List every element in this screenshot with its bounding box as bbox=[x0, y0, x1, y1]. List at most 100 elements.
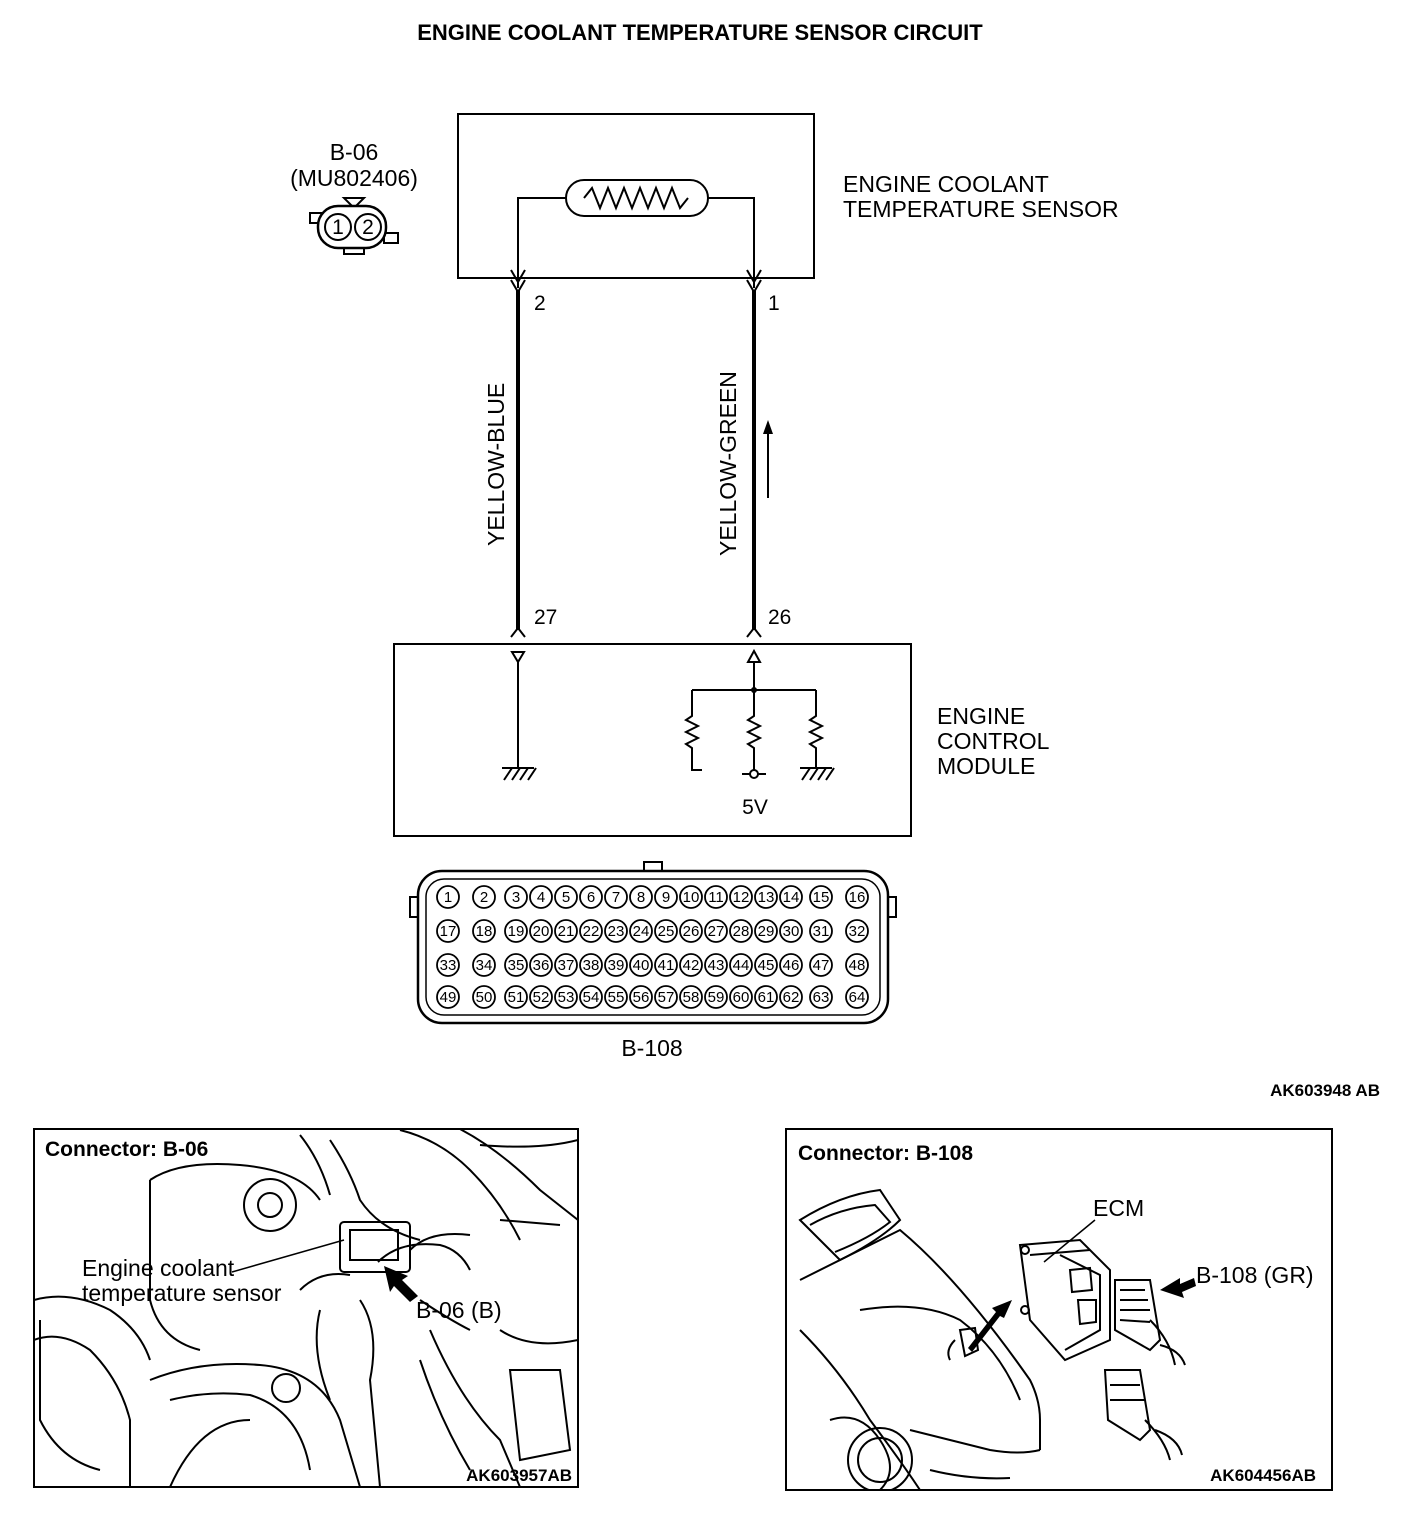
cavity-label-33: 33 bbox=[440, 957, 457, 974]
thermistor-element bbox=[583, 185, 689, 211]
cavity-11 bbox=[704, 885, 728, 909]
cavity-label-16: 16 bbox=[849, 889, 866, 906]
cavity-39 bbox=[604, 953, 628, 977]
cavity-17 bbox=[436, 919, 460, 943]
cavity-13 bbox=[754, 885, 778, 909]
cavity-36 bbox=[529, 953, 553, 977]
panel-left-connector-label: B-06 (B) bbox=[416, 1297, 502, 1323]
cavity-label-42: 42 bbox=[683, 957, 700, 974]
cavity-7 bbox=[604, 885, 628, 909]
cavity-label-13: 13 bbox=[758, 889, 775, 906]
cavity-37 bbox=[554, 953, 578, 977]
cavity-48 bbox=[845, 953, 869, 977]
cavity-label-59: 59 bbox=[708, 989, 725, 1006]
cavity-61 bbox=[754, 985, 778, 1009]
cavity-label-14: 14 bbox=[783, 889, 800, 906]
cavity-21 bbox=[554, 919, 578, 943]
vehicle-illustration bbox=[798, 1188, 1186, 1490]
cavity-label-37: 37 bbox=[558, 957, 575, 974]
wire-label-yellow-blue: YELLOW-BLUE bbox=[483, 383, 509, 546]
cavity-53 bbox=[554, 985, 578, 1009]
cavity-56 bbox=[629, 985, 653, 1009]
cavity-label-10: 10 bbox=[683, 889, 700, 906]
cavity-label-26: 26 bbox=[683, 923, 700, 940]
cavity-41 bbox=[654, 953, 678, 977]
cavity-15 bbox=[809, 885, 833, 909]
cavity-46 bbox=[779, 953, 803, 977]
cavity-22 bbox=[579, 919, 603, 943]
sensor-pin-1-label: 1 bbox=[768, 292, 780, 315]
cavity-label-15: 15 bbox=[813, 889, 830, 906]
sensor-callout-leader bbox=[231, 1239, 345, 1273]
cavity-label-22: 22 bbox=[583, 923, 600, 940]
cavity-14 bbox=[779, 885, 803, 909]
cavity-62 bbox=[779, 985, 803, 1009]
cavity-label-1: 1 bbox=[444, 889, 452, 906]
cavity-55 bbox=[604, 985, 628, 1009]
panel-right-connector-label: B-108 (GR) bbox=[1196, 1262, 1314, 1288]
cavity-44 bbox=[729, 953, 753, 977]
cavity-label-48: 48 bbox=[849, 957, 866, 974]
cavity-label-52: 52 bbox=[533, 989, 550, 1006]
sensor-label-line1: ENGINE COOLANT bbox=[843, 171, 1049, 197]
ecm-pin-27-label: 27 bbox=[534, 606, 557, 629]
panel-left-callout-line1: Engine coolant bbox=[82, 1255, 235, 1281]
cavity-26 bbox=[679, 919, 703, 943]
cavity-label-43: 43 bbox=[708, 957, 725, 974]
cavity-2 bbox=[472, 885, 496, 909]
cavity-60 bbox=[729, 985, 753, 1009]
cavity-4 bbox=[529, 885, 553, 909]
panel-right-ecm-label: ECM bbox=[1093, 1195, 1144, 1221]
cavity-35 bbox=[504, 953, 528, 977]
cavity-50 bbox=[472, 985, 496, 1009]
cavity-29 bbox=[754, 919, 778, 943]
cavity-28 bbox=[729, 919, 753, 943]
cavity-3 bbox=[504, 885, 528, 909]
cavity-23 bbox=[604, 919, 628, 943]
sensor-connector-face: B-06 (MU802406) 1 2 bbox=[290, 139, 418, 255]
cavity-63 bbox=[809, 985, 833, 1009]
panel-left-title: Connector: B-06 bbox=[45, 1138, 208, 1161]
cavity-label-47: 47 bbox=[813, 957, 830, 974]
cavity-43 bbox=[704, 953, 728, 977]
cavity-label-57: 57 bbox=[658, 989, 675, 1006]
cavity-label-58: 58 bbox=[683, 989, 700, 1006]
cavity-51 bbox=[504, 985, 528, 1009]
cavity-24 bbox=[629, 919, 653, 943]
ecm-connector-id: B-108 bbox=[621, 1035, 682, 1061]
current-direction-arrow bbox=[763, 420, 773, 498]
cavity-32 bbox=[845, 919, 869, 943]
engine-bay-illustration bbox=[34, 1129, 578, 1487]
engine-control-module: 5V ENGINE CONTROL MODULE bbox=[393, 643, 1050, 837]
cavity-label-3: 3 bbox=[512, 889, 520, 906]
cavity-1 bbox=[436, 885, 460, 909]
harness-wires: YELLOW-BLUE YELLOW-GREEN 27 26 bbox=[483, 290, 791, 638]
cavity-label-41: 41 bbox=[658, 957, 675, 974]
cavity-label-11: 11 bbox=[708, 889, 724, 906]
sensor-connector-id: B-06 bbox=[330, 139, 379, 165]
cavity-27 bbox=[704, 919, 728, 943]
cavity-label-4: 4 bbox=[537, 889, 545, 906]
cavity-47 bbox=[809, 953, 833, 977]
cavity-label-50: 50 bbox=[476, 989, 493, 1006]
cavity-label-24: 24 bbox=[633, 923, 650, 940]
cavity-label-60: 60 bbox=[733, 989, 750, 1006]
cavity-33 bbox=[436, 953, 460, 977]
cavity-label-39: 39 bbox=[608, 957, 625, 974]
cavity-label-38: 38 bbox=[583, 957, 600, 974]
cavity-31 bbox=[809, 919, 833, 943]
cavity-58 bbox=[679, 985, 703, 1009]
cavity-25 bbox=[654, 919, 678, 943]
cavity-label-18: 18 bbox=[476, 923, 493, 940]
cavity-label-6: 6 bbox=[587, 889, 595, 906]
cavity-16 bbox=[845, 885, 869, 909]
ecm-supply-label: 5V bbox=[742, 796, 768, 819]
cavity-label-8: 8 bbox=[637, 889, 645, 906]
cavity-label-45: 45 bbox=[758, 957, 775, 974]
cavity-label-61: 61 bbox=[758, 989, 775, 1006]
cavity-30 bbox=[779, 919, 803, 943]
panel-right-code: AK604456AB bbox=[1210, 1466, 1316, 1485]
cavity-label-32: 32 bbox=[849, 923, 866, 940]
